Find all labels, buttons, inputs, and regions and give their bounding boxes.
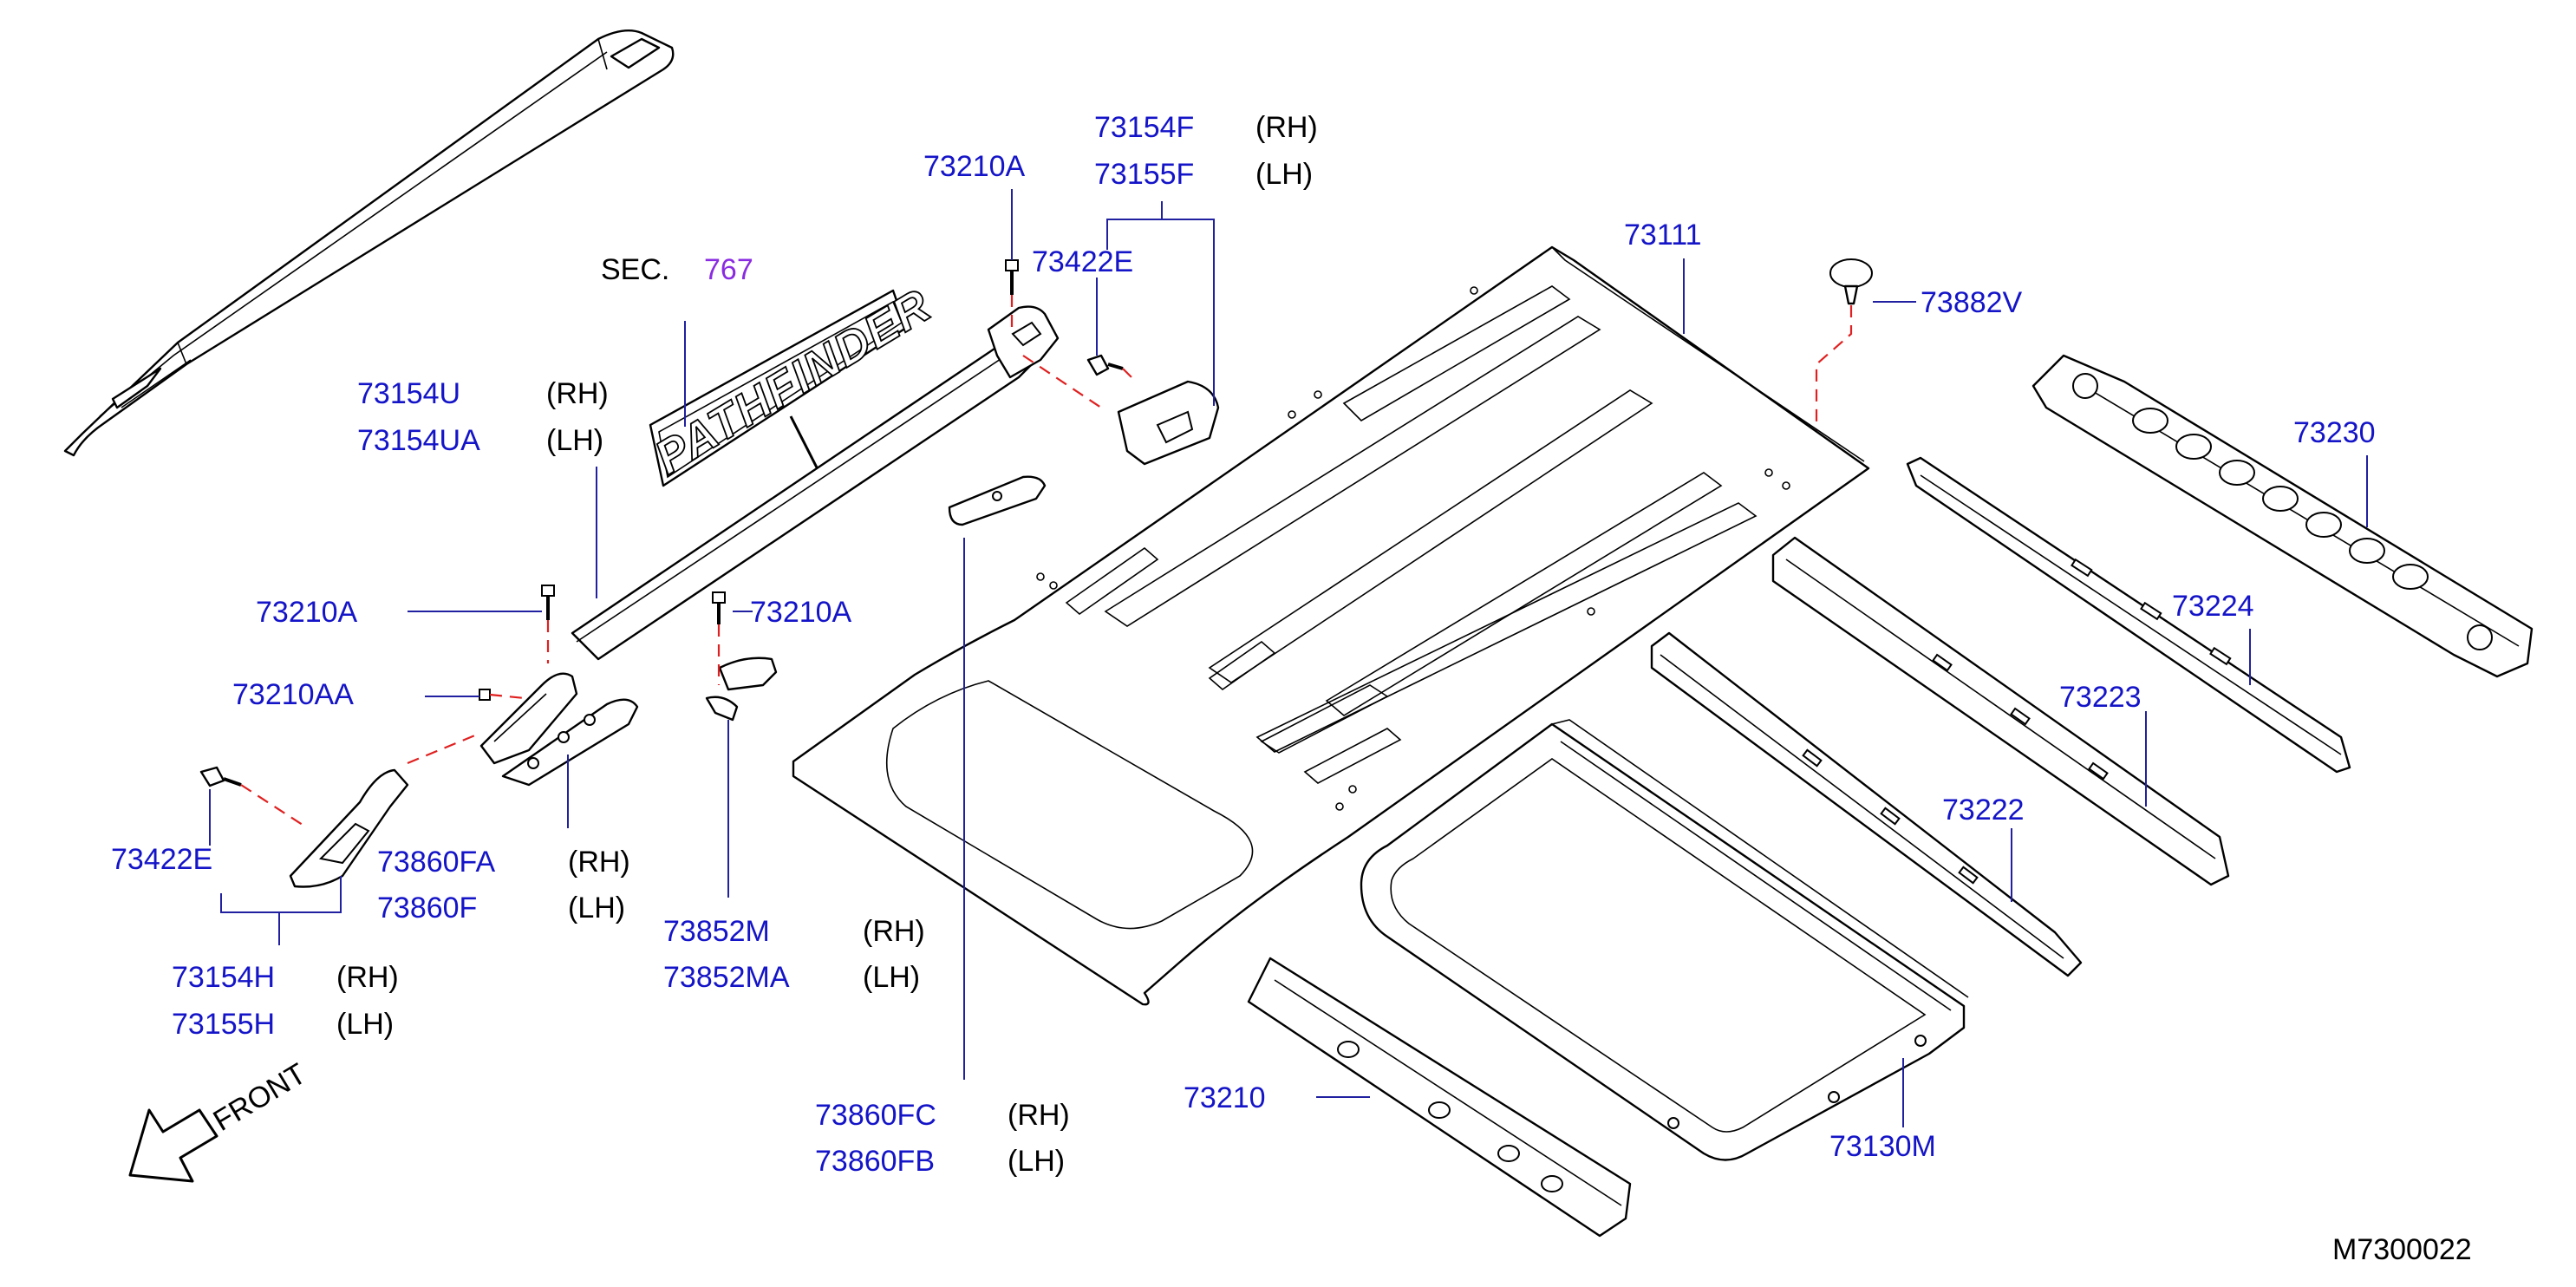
callout-73111: 73111 xyxy=(1624,219,1702,252)
callout-73154f-side: (RH) xyxy=(1255,111,1318,144)
section-ref-prefix: SEC. xyxy=(601,253,669,286)
callout-73224: 73224 xyxy=(2172,590,2254,623)
callout-73154u: 73154U xyxy=(357,377,460,410)
rail-base-left xyxy=(501,698,639,787)
callout-73210a-left: 73210A xyxy=(256,596,358,629)
front-arrow-icon xyxy=(128,1108,218,1183)
roof-bow-rear xyxy=(2031,354,2534,678)
callout-73852ma-side: (LH) xyxy=(863,961,920,994)
callout-73210a-top: 73210A xyxy=(923,150,1026,183)
callout-73852m-side: (RH) xyxy=(863,915,925,948)
roof-bow-73223 xyxy=(1771,536,2230,886)
callout-73210: 73210 xyxy=(1184,1081,1266,1114)
roof-rail-upper xyxy=(63,29,675,457)
callout-73230: 73230 xyxy=(2293,416,2376,449)
callout-73422e-top: 73422E xyxy=(1032,245,1133,278)
callout-73154h: 73154H xyxy=(172,961,275,994)
callout-73130m: 73130M xyxy=(1829,1130,1936,1163)
rail-finisher-left xyxy=(289,768,409,888)
callout-73155h: 73155H xyxy=(172,1008,275,1041)
callout-73222: 73222 xyxy=(1942,794,2025,826)
callout-73154ua: 73154UA xyxy=(357,424,480,457)
callout-73155h-side: (LH) xyxy=(336,1008,394,1041)
clip-73422e-top xyxy=(1086,354,1124,376)
clip-73210aa xyxy=(479,689,491,701)
callout-73210aa: 73210AA xyxy=(232,678,354,711)
callout-73223: 73223 xyxy=(2059,681,2142,714)
callout-73860fb: 73860FB xyxy=(815,1145,935,1178)
callout-73860fa-side: (RH) xyxy=(568,846,630,879)
rail-bracket-left xyxy=(479,672,578,765)
rail-cap-mid xyxy=(705,657,778,722)
clip-73882v xyxy=(1829,258,1873,305)
callout-73860f-side: (LH) xyxy=(568,892,625,924)
sunroof-frame xyxy=(1360,719,1969,1161)
callout-73154f: 73154F xyxy=(1094,111,1194,144)
callout-73860f: 73860F xyxy=(377,892,477,924)
roof-panel xyxy=(792,245,1870,1006)
callout-73422e-left: 73422E xyxy=(111,843,212,876)
callout-73852ma: 73852MA xyxy=(663,961,790,994)
leader-lines xyxy=(209,189,2368,1127)
diagram-code: M7300022 xyxy=(2332,1233,2472,1266)
section-ref-number: 767 xyxy=(704,253,753,286)
callout-73154u-side: (RH) xyxy=(546,377,609,410)
callout-73210a-mid: 73210A xyxy=(750,596,852,629)
roof-rail-front xyxy=(571,305,1220,661)
roof-bow-73222 xyxy=(1650,631,2083,977)
callout-73860fa: 73860FA xyxy=(377,846,495,879)
screw-73210a-mid xyxy=(712,591,726,624)
callout-73860fc: 73860FC xyxy=(815,1099,936,1132)
callout-73155f: 73155F xyxy=(1094,158,1194,191)
roof-bow-73224 xyxy=(1906,456,2351,774)
callout-73882v: 73882V xyxy=(1921,286,2023,319)
rail-base-center xyxy=(948,475,1047,526)
clip-73422e-left xyxy=(199,766,242,787)
callout-73860fc-side: (RH) xyxy=(1008,1099,1070,1132)
callout-73860fb-side: (LH) xyxy=(1008,1145,1065,1178)
callout-73154h-side: (RH) xyxy=(336,961,399,994)
part-labels: SEC. 767 73154F (RH) 73155F (LH) 73210A … xyxy=(111,111,2472,1266)
callout-73155f-side: (LH) xyxy=(1255,158,1313,191)
front-label: FRONT xyxy=(208,1057,312,1138)
screw-73210a-top xyxy=(1005,259,1019,295)
callout-73852m: 73852M xyxy=(663,915,770,948)
callout-73154ua-side: (LH) xyxy=(546,424,603,457)
roof-front-header xyxy=(1247,957,1632,1238)
screw-73210a-left xyxy=(541,585,555,620)
